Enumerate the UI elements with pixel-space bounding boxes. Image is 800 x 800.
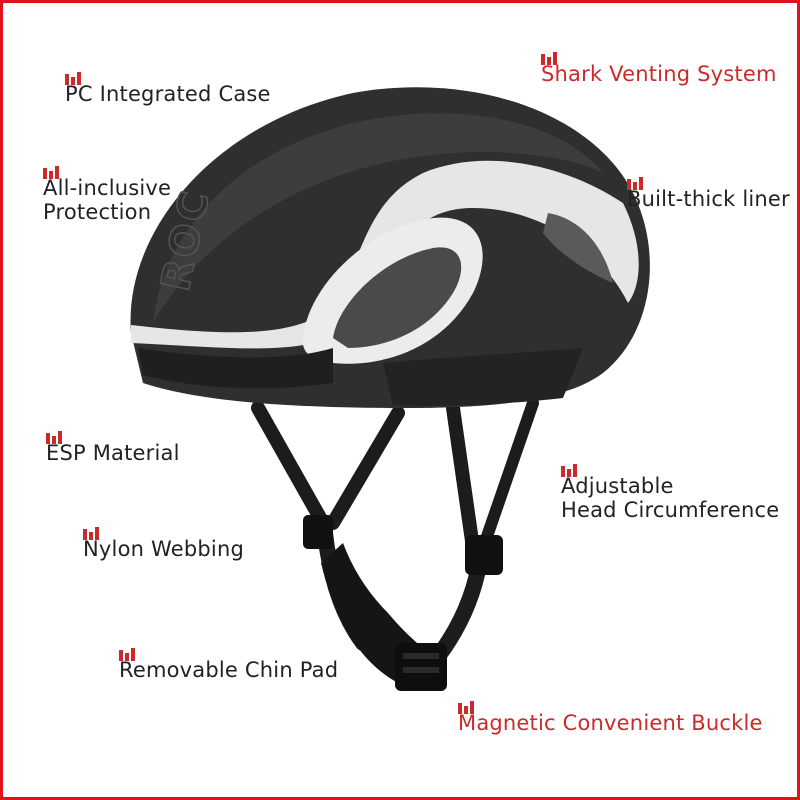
feature-magnetic-convenient-buckle: Magnetic Convenient Buckle — [458, 690, 763, 735]
feature-nylon-webbing: Nylon Webbing — [83, 516, 244, 561]
feature-label: Magnetic Convenient Buckle — [458, 711, 763, 735]
bars-icon — [83, 516, 103, 540]
bars-icon — [119, 637, 139, 661]
bars-icon — [561, 453, 581, 477]
feature-label: All-inclusive Protection — [43, 176, 172, 224]
feature-label: Shark Venting System — [541, 62, 777, 86]
helmet-shell — [130, 87, 650, 409]
bars-icon — [541, 41, 561, 65]
bars-icon — [43, 155, 63, 179]
feature-esp-material: ESP Material — [46, 420, 180, 465]
feature-removable-chin-pad: Removable Chin Pad — [119, 637, 338, 682]
magnetic-buckle — [395, 643, 447, 691]
bars-icon — [46, 420, 66, 444]
feature-label: PC Integrated Case — [65, 82, 271, 106]
rear-vent — [543, 213, 613, 283]
strap-adjuster-left — [303, 515, 333, 549]
feature-adjustable-head-circumference: Adjustable Head Circumference — [561, 453, 779, 522]
feature-label: Built-thick liner — [627, 187, 790, 211]
feature-built-thick-liner: Built-thick liner — [627, 166, 790, 211]
bars-icon — [627, 166, 647, 190]
feature-label: Nylon Webbing — [83, 537, 244, 561]
feature-pc-integrated-case: PC Integrated Case — [65, 61, 271, 106]
bars-icon — [458, 690, 478, 714]
feature-label: Removable Chin Pad — [119, 658, 339, 682]
strap-adjuster-right — [465, 535, 503, 575]
feature-label: Adjustable Head Circumference — [561, 474, 780, 522]
bars-icon — [65, 61, 85, 85]
helmet-illustration — [130, 87, 650, 691]
feature-shark-venting-system: Shark Venting System — [541, 41, 777, 86]
feature-label: ESP Material — [46, 441, 180, 465]
feature-all-inclusive-protection: All-inclusive Protection — [43, 155, 171, 224]
